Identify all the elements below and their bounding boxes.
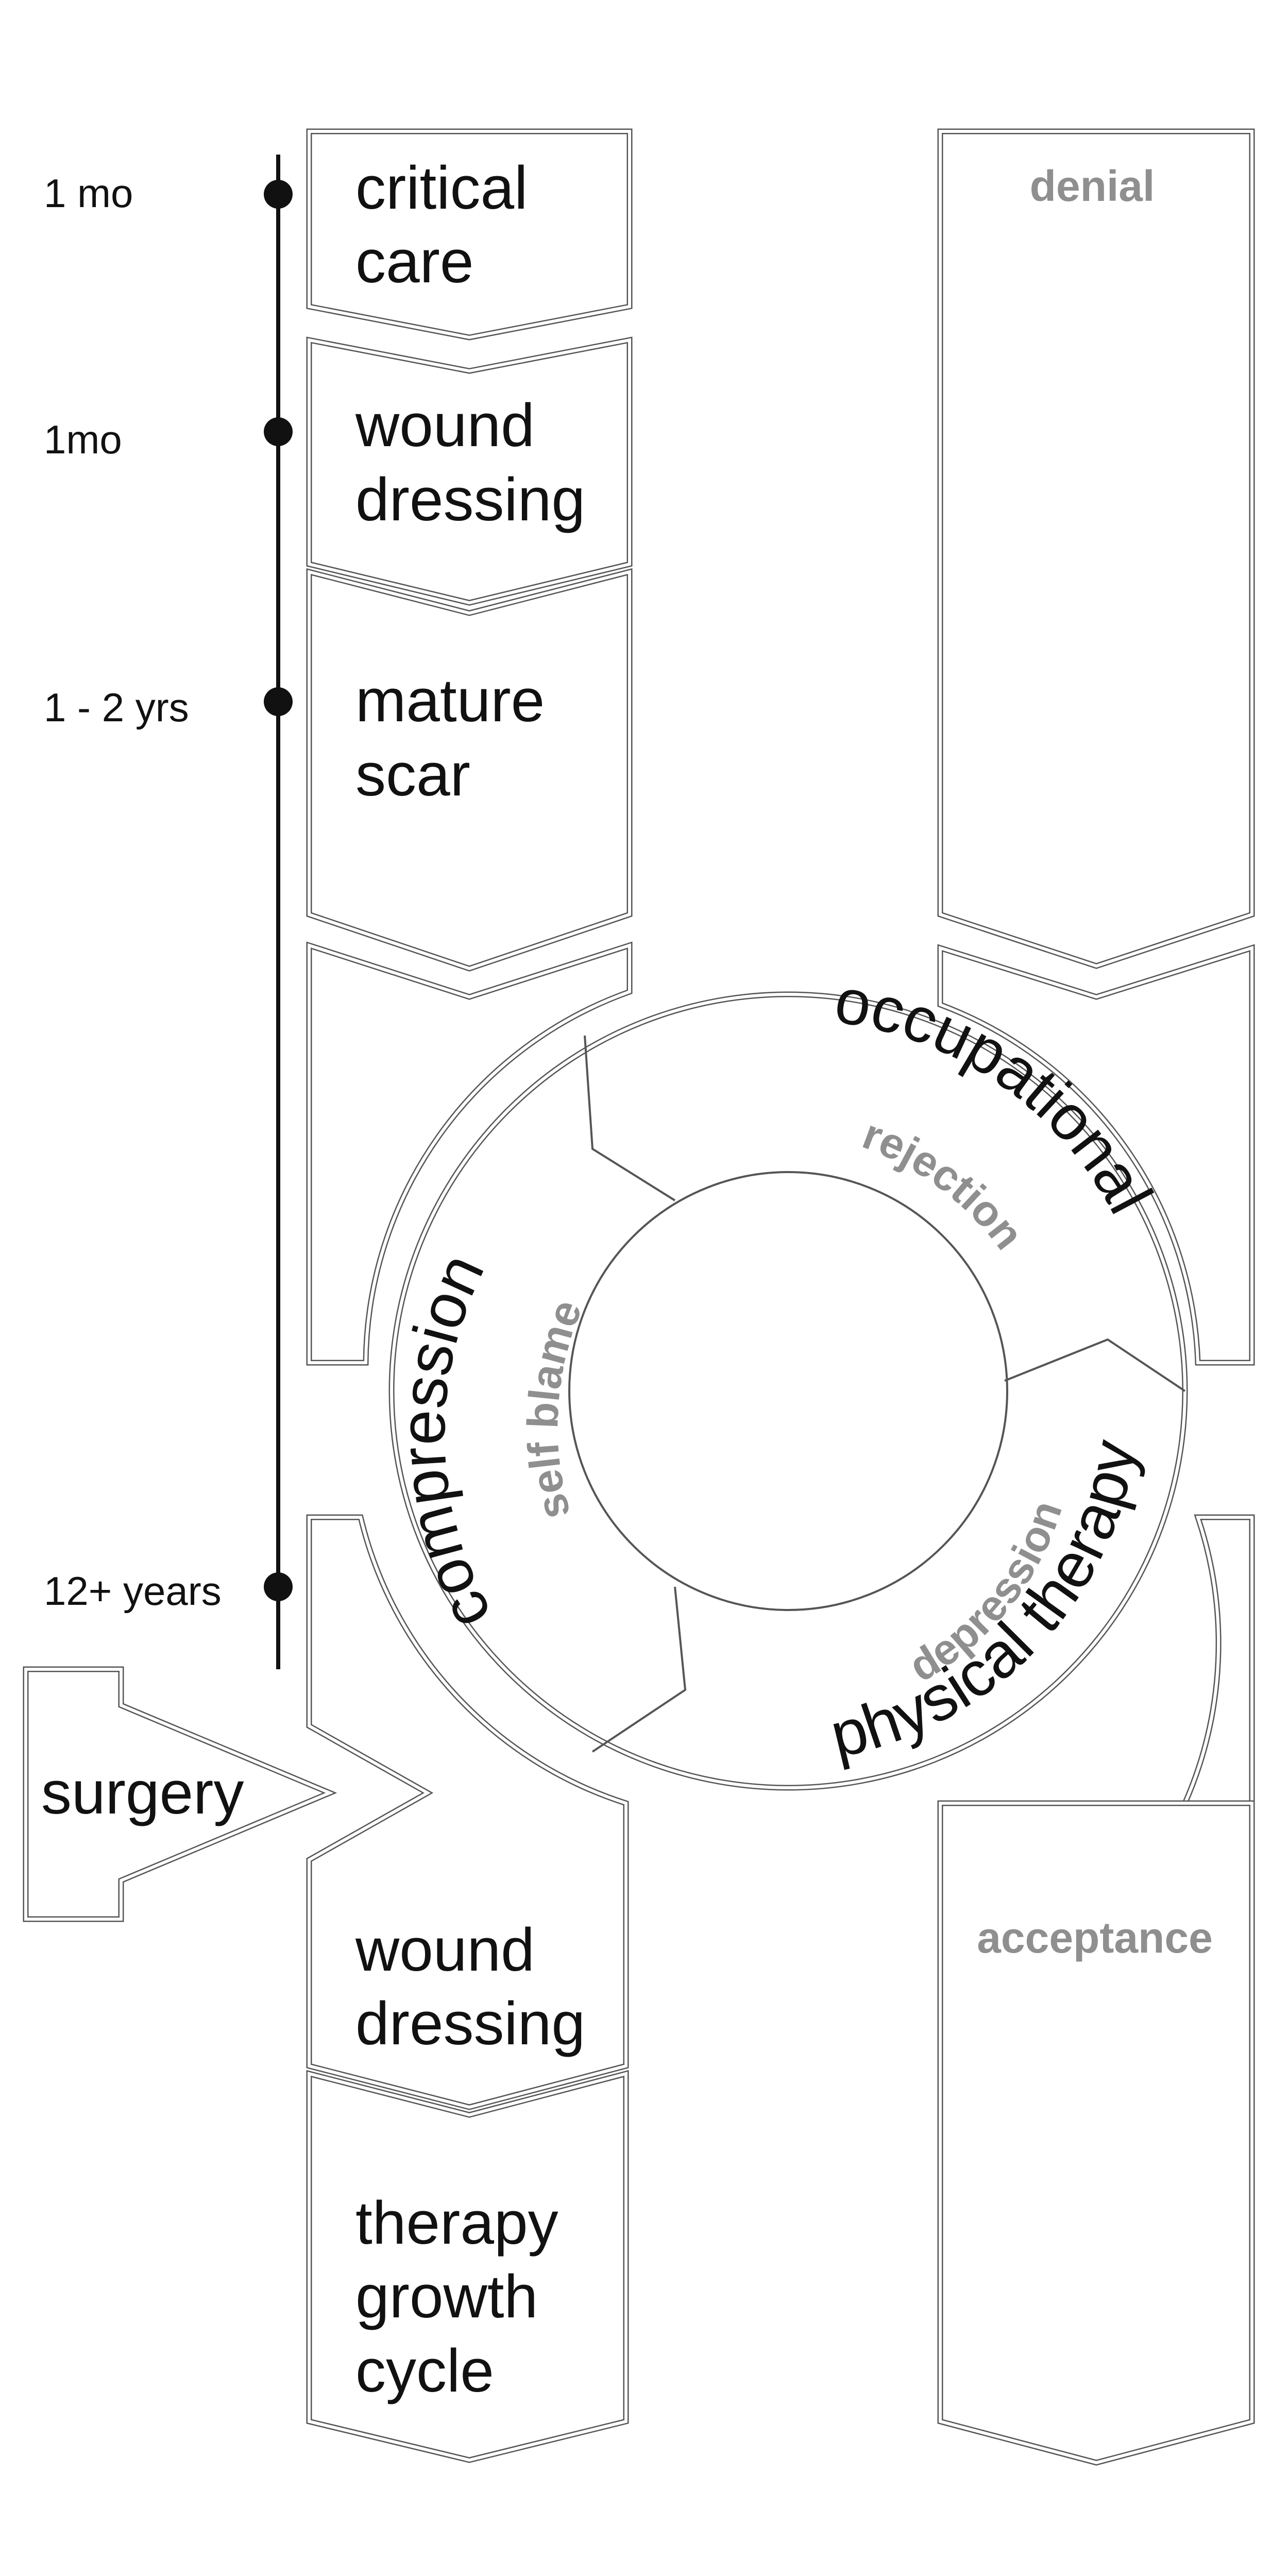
cycle-divider — [584, 1035, 676, 1201]
connector-block-right-lower — [1180, 1514, 1255, 1806]
rejection-label: rejection — [857, 1109, 1033, 1258]
wound-dressing-label-line1: wound — [355, 1916, 535, 1984]
wound-dressing-label-line2: dressing — [355, 1990, 585, 2058]
cycle-divider — [591, 1586, 687, 1753]
timeline-label: 12+ years — [44, 1568, 222, 1614]
connector-block-upper — [306, 941, 633, 1366]
denial-label: denial — [1030, 162, 1155, 210]
wound-dressing-label-line2: dressing — [355, 466, 585, 534]
critical-care-block: critical care — [306, 128, 633, 341]
denial-block: denial — [937, 128, 1255, 969]
therapy-growth-cycle-block: therapy growth cycle — [306, 2070, 629, 2463]
acceptance-label: acceptance — [977, 1913, 1213, 1962]
cycle-inner-circle — [568, 1171, 1008, 1611]
acceptance-block: acceptance — [937, 1800, 1255, 2466]
timeline: 1 mo 1mo 1 - 2 yrs 12+ years — [44, 155, 293, 1669]
connector-block-right-upper — [937, 944, 1255, 1366]
critical-care-label-line1: critical — [355, 154, 528, 222]
timeline-marker-dot — [264, 1572, 293, 1601]
compression-label: compression — [387, 1243, 505, 1641]
timeline-label: 1 - 2 yrs — [44, 685, 189, 730]
timeline-label: 1mo — [44, 417, 122, 462]
wound-dressing-block: wound dressing — [306, 1514, 629, 2110]
timeline-marker-dot — [264, 687, 293, 716]
therapy-growth-cycle-label-line3: cycle — [355, 2337, 494, 2405]
timeline-label: 1 mo — [44, 171, 133, 216]
critical-care-label-line2: care — [355, 228, 474, 296]
therapy-growth-cycle-label-line2: growth — [355, 2263, 538, 2331]
surgery-label: surgery — [41, 1759, 244, 1827]
self-blame-label: self blame — [518, 1293, 591, 1524]
therapy-growth-cycle-label-line1: therapy — [355, 2189, 558, 2257]
mature-scar-label-line1: mature — [355, 667, 545, 735]
treatment-column: critical care wound dressing mature scar… — [306, 128, 633, 2463]
timeline-marker-dot — [264, 417, 293, 446]
mature-scar-label-line2: scar — [355, 741, 470, 809]
cycle-divider — [1004, 1338, 1186, 1392]
treatment-cycle-ring: occupational rejection physical therapy … — [387, 965, 1188, 1791]
occupational-label: occupational — [830, 965, 1165, 1225]
emotion-column: denial acceptance — [937, 128, 1255, 2466]
mature-scar-block: mature scar — [306, 568, 633, 972]
surgery-arrow: surgery — [23, 1666, 337, 1922]
wound-dressing-block: wound dressing — [306, 336, 633, 606]
wound-dressing-label-line1: wound — [355, 392, 535, 460]
timeline-marker-dot — [264, 180, 293, 209]
